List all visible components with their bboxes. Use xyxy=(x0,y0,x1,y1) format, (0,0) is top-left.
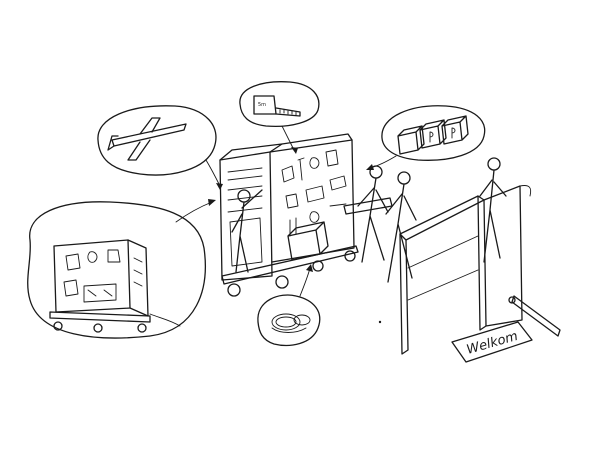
tape-measure-icon: 5m xyxy=(253,95,301,117)
entrance-gate xyxy=(399,185,561,355)
person-left xyxy=(357,165,389,263)
letter-blocks-icon xyxy=(397,115,469,155)
pegboard-cart-detail-bubble xyxy=(27,199,216,339)
ground-dot xyxy=(378,320,382,324)
cart-wheel-icons xyxy=(227,250,356,297)
people-group xyxy=(343,157,507,283)
rope-coil-icon xyxy=(271,313,311,333)
rope-coil-bubble xyxy=(257,264,321,347)
person-right xyxy=(479,157,507,263)
person-at-cart xyxy=(231,189,263,273)
detail-cart-drawing xyxy=(49,239,181,333)
tape-measure-bubble: 5m xyxy=(239,81,320,154)
mobile-tool-cart xyxy=(219,133,359,297)
pegboard-tools xyxy=(281,149,347,237)
person-middle xyxy=(385,171,417,283)
welcome-doormat: Welkom xyxy=(451,321,533,363)
carried-tray xyxy=(343,197,393,215)
block-letters-bubble xyxy=(366,105,486,170)
tape-measure-marking: 5m xyxy=(258,102,266,108)
airplane-icon xyxy=(107,117,187,161)
airplane-toy-bubble xyxy=(97,105,223,190)
